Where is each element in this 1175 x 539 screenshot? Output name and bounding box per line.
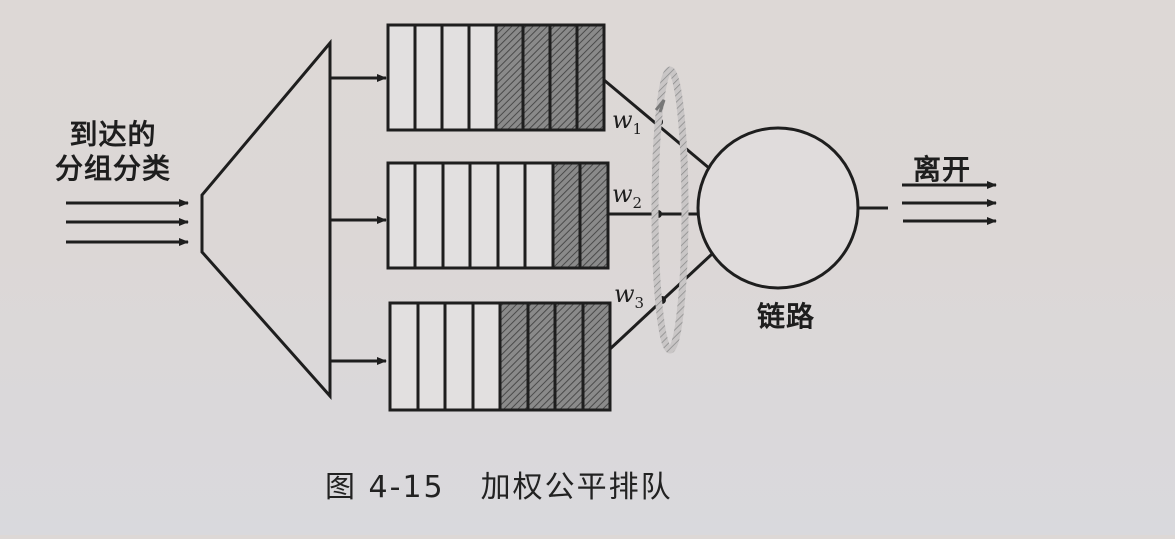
queue-1 xyxy=(386,23,606,132)
weight-label-1: w1 xyxy=(612,106,642,138)
weight-symbol: w xyxy=(612,106,633,134)
input-label-line-1: 到达的 xyxy=(69,118,157,151)
figure-caption: 图 4-15 加权公平排队 xyxy=(325,462,673,506)
link-circle xyxy=(696,126,860,290)
figure-number: 图 4-15 xyxy=(325,470,445,505)
input-label-line-2: 分组分类 xyxy=(55,152,172,185)
link-label: 链路 xyxy=(757,300,816,333)
weight-subscript: 1 xyxy=(632,119,643,138)
queue-3 xyxy=(388,301,612,412)
classifier-trapezoid xyxy=(200,38,332,400)
round-robin-scheduler xyxy=(651,66,689,354)
input-arrows xyxy=(66,199,189,246)
weight-label-2: w2 xyxy=(612,180,642,212)
weight-symbol: w xyxy=(614,280,635,308)
weight-label-3: w3 xyxy=(614,280,644,312)
input-label: 到达的 分组分类 xyxy=(55,118,171,186)
figure-title: 加权公平排队 xyxy=(480,470,673,505)
output-arrows xyxy=(902,181,997,225)
weight-symbol: w xyxy=(612,180,633,208)
weight-subscript: 2 xyxy=(632,193,643,212)
classifier-arrows xyxy=(330,74,387,365)
weight-subscript: 3 xyxy=(634,293,645,312)
queue-2 xyxy=(386,161,610,270)
output-label: 离开 xyxy=(913,153,972,186)
